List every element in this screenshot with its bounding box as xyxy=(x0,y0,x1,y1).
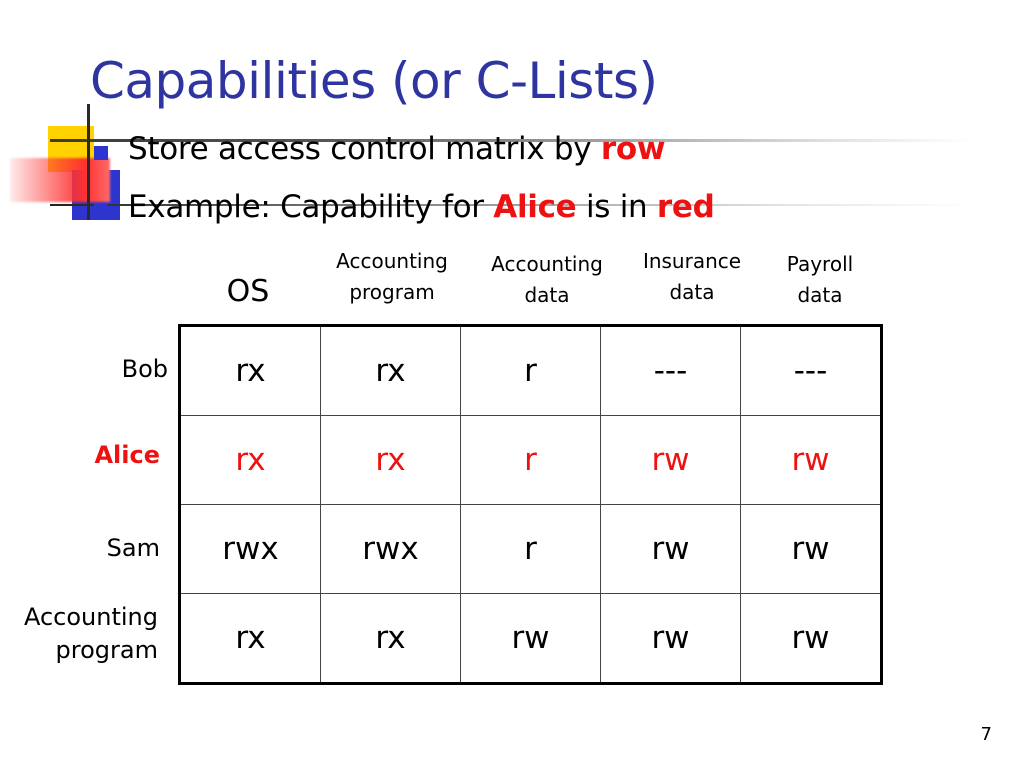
matrix-cell: r xyxy=(460,504,601,594)
matrix-cell: rwx xyxy=(179,504,321,594)
bullet-1-highlight-row: row xyxy=(600,131,666,167)
matrix-cell: rwx xyxy=(320,504,461,594)
slide-title: Capabilities (or C-Lists) xyxy=(90,52,658,110)
decorative-horizontal-line xyxy=(50,139,970,142)
matrix-cell: rw xyxy=(740,593,882,684)
matrix-cell: rw xyxy=(600,504,741,594)
matrix-cell-highlighted: rw xyxy=(600,415,741,505)
bullet-1-text: Store access control matrix by xyxy=(128,131,601,167)
row-header-accounting-program: Accounting program xyxy=(23,603,158,664)
matrix-cell: rw xyxy=(740,504,882,594)
bullet-2-highlight-red: red xyxy=(656,189,715,225)
matrix-cell: rx xyxy=(320,325,461,416)
page-number: 7 xyxy=(980,724,992,745)
row-header-alice: Alice xyxy=(94,441,160,469)
matrix-cell-highlighted: rx xyxy=(179,415,321,505)
matrix-row-sam: rwx rwx r rw rw xyxy=(179,504,882,594)
decorative-vertical-line xyxy=(87,104,90,220)
matrix-row-accounting-program: rx rx rw rw rw xyxy=(179,593,882,684)
bullet-square-icon xyxy=(94,204,108,218)
bullet-1: Store access control matrix by row xyxy=(128,131,666,167)
access-control-matrix: rx rx r --- --- rx rx r rw rw rwx rwx r … xyxy=(178,324,883,685)
matrix-cell: r xyxy=(460,325,601,416)
bullet-2-text: Example: Capability for xyxy=(128,189,494,225)
matrix-cell: --- xyxy=(740,325,882,416)
bullet-2-highlight-alice: Alice xyxy=(493,189,577,225)
row-header-bob: Bob xyxy=(121,355,168,383)
matrix-cell-highlighted: r xyxy=(460,415,601,505)
bullet-2: Example: Capability for Alice is in red xyxy=(128,189,715,225)
matrix-cell-highlighted: rx xyxy=(320,415,461,505)
bullet-2-text: is in xyxy=(576,189,657,225)
column-header-payroll-data: Payroll data xyxy=(786,252,854,307)
matrix-cell: rx xyxy=(179,593,321,684)
column-header-insurance-data: Insurance data xyxy=(642,249,742,304)
column-header-accounting-program: Accounting program xyxy=(336,249,448,304)
row-header-sam: Sam xyxy=(106,534,160,562)
matrix-row-alice: rx rx r rw rw xyxy=(179,415,882,505)
matrix-cell: --- xyxy=(600,325,741,416)
decorative-red-gradient-bar xyxy=(10,158,110,202)
matrix-cell-highlighted: rw xyxy=(740,415,882,505)
matrix-cell: rw xyxy=(460,593,601,684)
matrix-row-bob: rx rx r --- --- xyxy=(179,325,882,416)
column-header-os: OS xyxy=(226,274,270,309)
matrix-cell: rx xyxy=(179,325,321,416)
bullet-square-icon xyxy=(94,146,108,160)
decorative-horizontal-line xyxy=(50,204,970,206)
column-header-accounting-data: Accounting data xyxy=(491,252,603,307)
matrix-cell: rw xyxy=(600,593,741,684)
matrix-cell: rx xyxy=(320,593,461,684)
